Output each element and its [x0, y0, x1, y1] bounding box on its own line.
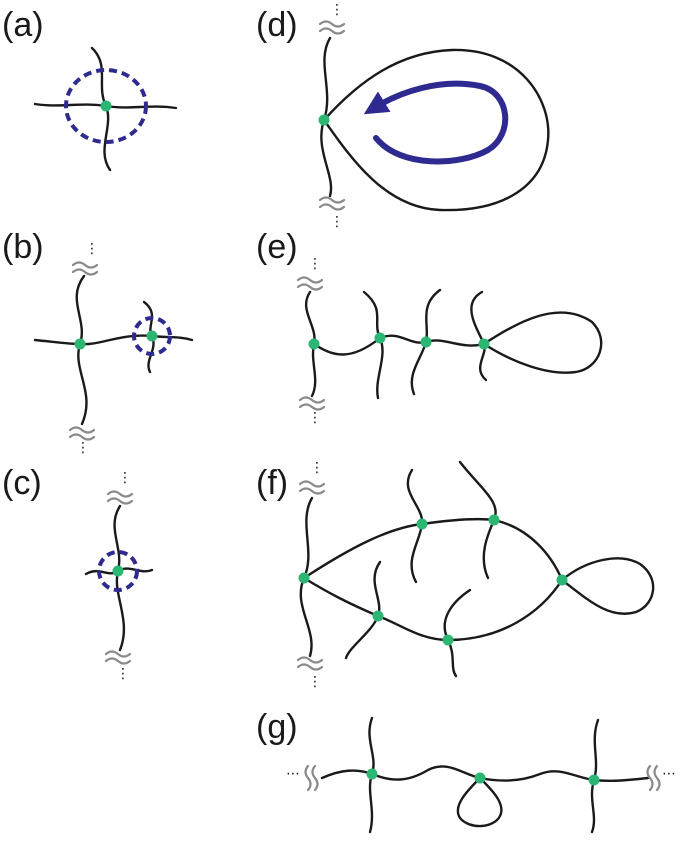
panel-f-bottom-continuation: ⋮	[308, 674, 322, 690]
panel-c-node	[112, 565, 124, 577]
panel-f-main-loop	[301, 518, 564, 642]
panel-b-dashed-ring	[132, 316, 172, 356]
panel-b: (b) ⋮ ⋮	[2, 228, 194, 456]
panel-c-bottom-break-mark	[104, 650, 132, 665]
panel-b-top-continuation: ⋮	[85, 241, 99, 257]
panel-f-node-4	[556, 574, 568, 586]
panel-c-top-continuation: ⋮	[118, 470, 132, 486]
panel-f-side-strand-4	[443, 588, 472, 678]
panel-e-loop	[481, 311, 603, 374]
panel-f-small-loop	[560, 557, 655, 615]
panel-f-node-1	[298, 572, 310, 584]
panel-g-node-3	[588, 774, 600, 786]
panel-c-label: (c)	[2, 464, 42, 502]
panel-e-label: (e)	[256, 228, 298, 266]
panel-d-top-continuation: ⋮	[330, 2, 344, 18]
panel-b-label: (b)	[2, 228, 44, 266]
panel-e-top-continuation: ⋮	[308, 256, 322, 272]
panel-f-node-3	[488, 514, 500, 526]
panel-e-side-strand-1	[362, 290, 384, 400]
panel-f-top-continuation: ⋮	[310, 460, 324, 476]
panel-f-top-break-mark	[298, 480, 326, 495]
panel-c-bottom-continuation: ⋮	[116, 666, 130, 682]
panel-b-top-break-mark	[71, 261, 99, 276]
panel-g-left-continuation: ⋯	[286, 766, 300, 782]
panel-f-node-5	[372, 610, 384, 622]
panel-g: (g) ⋯ ⋯	[256, 708, 676, 834]
panel-c: (c) ⋮ ⋮	[2, 464, 154, 682]
panel-d: (d) ⋮ ⋮	[256, 2, 550, 230]
panel-g-right-break-mark	[646, 764, 661, 792]
panel-e-side-strand-3	[470, 290, 488, 382]
panel-g-node-1	[366, 768, 378, 780]
panel-e-node-4	[478, 338, 490, 350]
panel-g-middle-loop	[456, 776, 503, 828]
panel-e-top-break-mark	[296, 276, 324, 291]
panel-a-label: (a)	[2, 6, 44, 44]
panel-d-top-break-mark	[318, 20, 346, 35]
panel-d-bottom-break-mark	[318, 196, 346, 211]
panel-c-dashed-ring	[97, 550, 139, 592]
panel-g-label: (g)	[256, 708, 298, 746]
panel-b-strand-vertical	[75, 274, 88, 426]
panel-e-node-3	[420, 336, 432, 348]
panel-d-circulation-arrow	[363, 80, 509, 165]
panel-g-left-break-mark	[304, 764, 319, 792]
panel-e-backbone	[312, 334, 486, 356]
panel-a-node	[100, 100, 112, 112]
panel-e: (e) ⋮ ⋮	[256, 228, 603, 426]
panel-g-right-continuation: ⋯	[662, 766, 676, 782]
panel-a: (a)	[2, 6, 178, 172]
panel-d-bottom-continuation: ⋮	[330, 214, 344, 230]
panel-b-bottom-continuation: ⋮	[76, 440, 90, 456]
panel-d-label: (d)	[256, 6, 298, 44]
panel-b-bottom-break-mark	[68, 426, 96, 441]
panel-f-bottom-break-mark	[296, 656, 324, 671]
panel-f-node-2	[416, 518, 428, 530]
panel-b-node-left	[74, 338, 86, 350]
panel-d-loop	[322, 48, 550, 212]
panel-d-node	[318, 114, 330, 126]
panel-e-bottom-continuation: ⋮	[308, 410, 322, 426]
panel-e-node-1	[308, 338, 320, 350]
panel-f: (f) ⋮ ⋮	[256, 460, 655, 690]
panel-f-node-6	[442, 634, 454, 646]
panel-e-bottom-break-mark	[298, 396, 326, 411]
panel-f-label: (f)	[256, 464, 288, 502]
panel-c-strand-vertical	[113, 504, 126, 652]
panel-a-dashed-ring	[64, 68, 148, 144]
panel-g-node-2	[474, 772, 486, 784]
panel-c-top-break-mark	[106, 490, 134, 505]
panel-b-node-right	[146, 330, 158, 342]
panel-e-node-2	[374, 332, 386, 344]
